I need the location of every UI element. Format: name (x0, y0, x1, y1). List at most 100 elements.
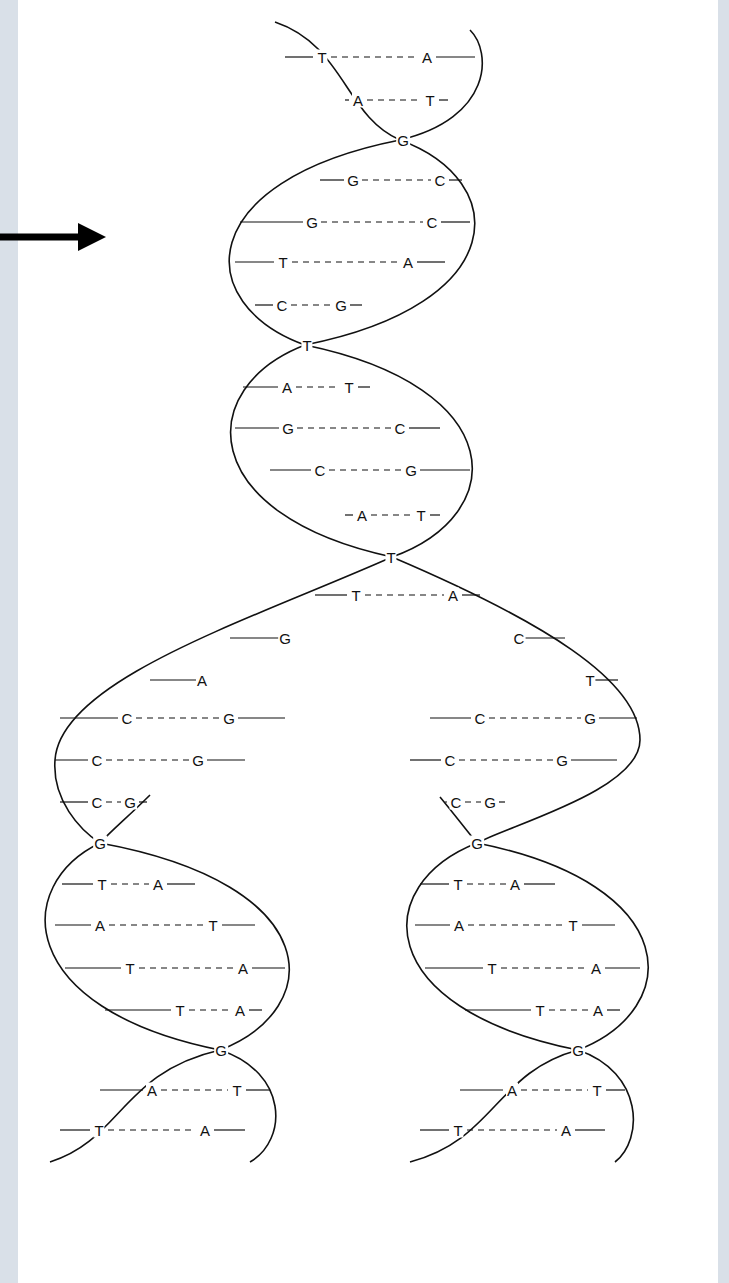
hydrogen-bond (189, 1009, 231, 1010)
bond-stub (436, 56, 475, 57)
bond-stub (605, 967, 640, 968)
bond-stub (425, 967, 483, 968)
bond-stub (430, 514, 440, 515)
base-letter: A (146, 1083, 158, 1098)
hydrogen-bond (297, 427, 391, 428)
hydrogen-bond (106, 759, 189, 760)
base-letter: G (281, 421, 295, 436)
bond-stub (249, 1009, 262, 1010)
base-letter: C (314, 463, 327, 478)
base-letter: G (93, 836, 107, 851)
base-letter: A (152, 877, 164, 892)
base-letter: T (591, 1083, 602, 1098)
base-letter: A (421, 50, 433, 65)
hydrogen-bond (362, 179, 431, 180)
hydrogen-bond (501, 967, 587, 968)
bond-stub (240, 221, 303, 222)
base-letter: G (555, 753, 569, 768)
bond-stub (55, 759, 88, 760)
hydrogen-bond (136, 717, 220, 718)
bond-stub (415, 924, 450, 925)
base-letter: C (91, 753, 104, 768)
bond-stub (345, 514, 353, 515)
bond-stub (358, 386, 370, 387)
base-letter: T (124, 961, 135, 976)
hydrogen-bond (106, 801, 121, 802)
base-letter: A (453, 918, 465, 933)
base-letter: G (191, 753, 205, 768)
base-letter: T (350, 588, 361, 603)
hydrogen-bond (468, 924, 564, 925)
bond-stub (607, 1009, 620, 1010)
hydrogen-bond (329, 469, 402, 470)
bond-stub (214, 1129, 245, 1130)
bond-stub (460, 1089, 503, 1090)
bond-stub (320, 179, 344, 180)
bond-stub (571, 759, 617, 760)
base-letter: A (560, 1123, 572, 1138)
hydrogen-bond (467, 883, 506, 884)
bond-stub (238, 717, 285, 718)
bond-stub (55, 924, 91, 925)
hydrogen-bond (331, 56, 418, 57)
bond-stub (222, 924, 255, 925)
hydrogen-bond (139, 967, 234, 968)
backbone-strand (392, 557, 640, 843)
bond-stub (105, 1009, 171, 1010)
base-letter: C (121, 711, 134, 726)
base-letter: T (277, 255, 288, 270)
bond-stub (167, 883, 195, 884)
base-letter: T (415, 508, 426, 523)
base-letter: T (96, 877, 107, 892)
base-letter: A (402, 255, 414, 270)
base-letter: A (506, 1083, 518, 1098)
hydrogen-bond (459, 759, 553, 760)
base-letter: C (513, 631, 526, 646)
bond-stub (519, 637, 565, 638)
hydrogen-bond (521, 1089, 588, 1090)
bond-stub (270, 469, 311, 470)
bond-stub (62, 883, 93, 884)
base-letter: T (301, 338, 312, 353)
hydrogen-bond (291, 304, 332, 305)
bond-stub (65, 967, 121, 968)
base-letter: T (567, 918, 578, 933)
hydrogen-bond (109, 924, 204, 925)
base-letter: T (231, 1083, 242, 1098)
bond-stub (235, 261, 274, 262)
bond-stub (100, 1089, 143, 1090)
base-letter: G (214, 1043, 228, 1058)
bond-stub (345, 99, 349, 100)
hydrogen-bond (111, 883, 149, 884)
base-letter: G (571, 1043, 585, 1058)
base-letter: A (94, 918, 106, 933)
bond-stub (60, 717, 118, 718)
bond-stub (439, 99, 448, 100)
bond-stub (207, 759, 245, 760)
base-letter: A (196, 673, 208, 688)
base-letter: A (356, 508, 368, 523)
base-letter: G (334, 298, 348, 313)
base-letter: G (483, 795, 497, 810)
base-letter: T (424, 93, 435, 108)
bond-stub (417, 261, 445, 262)
bond-stub (465, 1009, 531, 1010)
bond-stub (255, 304, 273, 305)
base-letter: A (447, 588, 459, 603)
backbone-strand (407, 843, 578, 1162)
bond-stub (235, 427, 279, 428)
bond-stub (420, 883, 449, 884)
bond-stub (409, 427, 440, 428)
base-letter: T (174, 1003, 185, 1018)
base-letter: A (509, 877, 521, 892)
bond-stub (230, 637, 285, 638)
bond-stub (430, 717, 471, 718)
base-letter: T (452, 1123, 463, 1138)
base-letter: G (583, 711, 597, 726)
hydrogen-bond (371, 514, 412, 515)
base-letter: G (278, 631, 292, 646)
hydrogen-bond (367, 99, 421, 100)
base-letter: C (394, 421, 407, 436)
base-letter: A (234, 1003, 246, 1018)
